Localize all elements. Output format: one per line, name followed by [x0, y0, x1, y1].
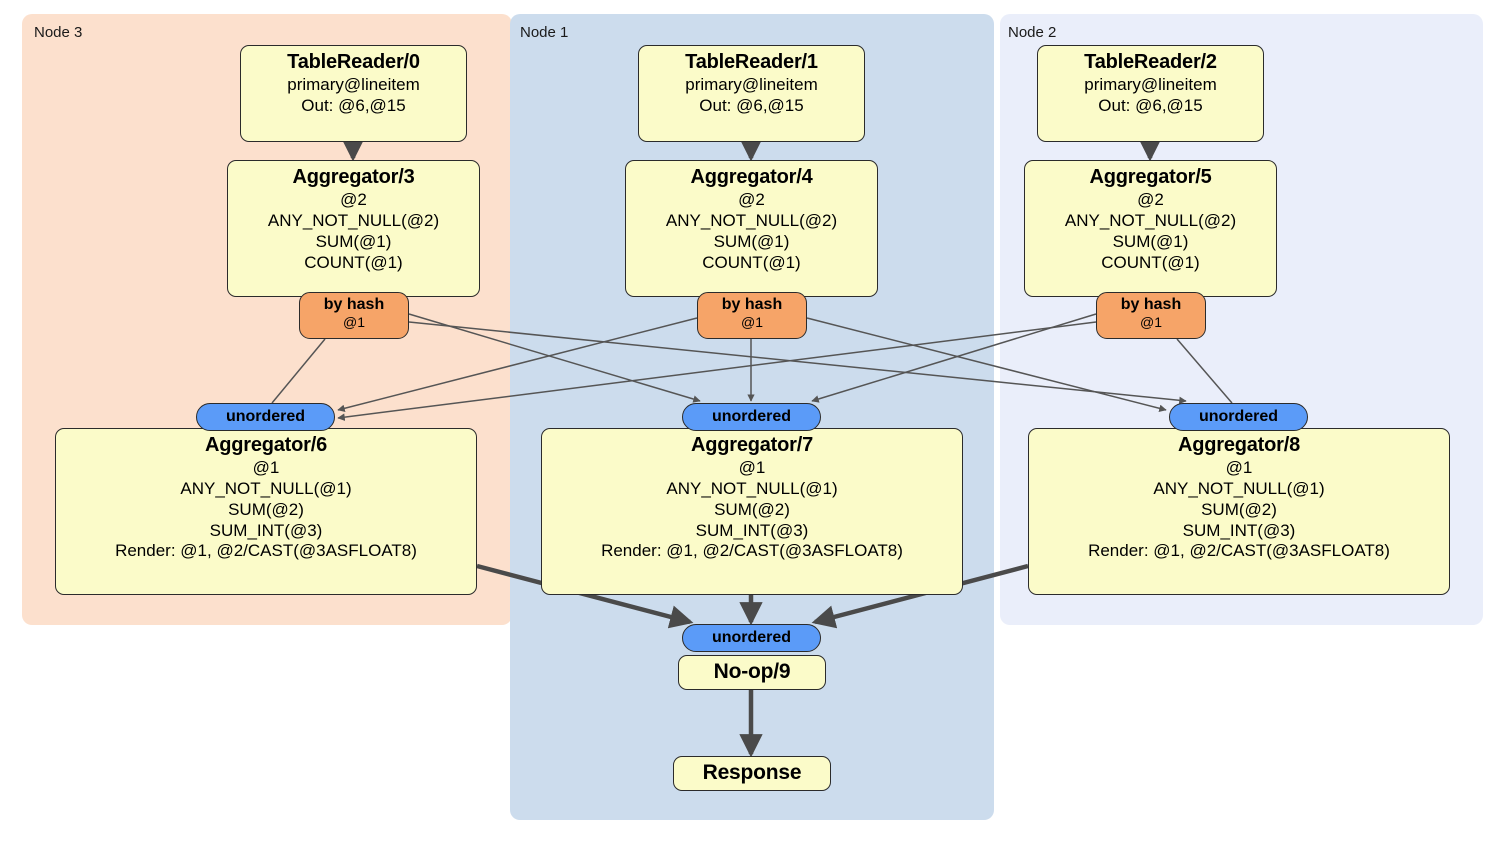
processor-title: TableReader/0 [287, 51, 420, 73]
processor-line: SUM(@2) [1201, 499, 1277, 519]
processor-title: Aggregator/5 [1089, 166, 1212, 188]
processor-render-line: Render: @1, @2/CAST(@3ASFLOAT8) [1088, 541, 1390, 561]
processor-line: SUM(@2) [714, 499, 790, 519]
processor-line: SUM_INT(@3) [695, 520, 809, 540]
synchronizer-unordered-noop-9[interactable]: unordered [682, 624, 821, 652]
processor-line: primary@lineitem [685, 75, 818, 95]
processor-tablereader-2[interactable]: TableReader/2 primary@lineitem Out: @6,@… [1037, 45, 1264, 142]
processor-line: @2 [738, 190, 765, 210]
processor-aggregator-8[interactable]: Aggregator/8 @1 ANY_NOT_NULL(@1) SUM(@2)… [1028, 428, 1450, 595]
processor-line: primary@lineitem [287, 75, 420, 95]
processor-line: COUNT(@1) [702, 252, 801, 272]
processor-title: Aggregator/7 [690, 434, 814, 456]
processor-title: Aggregator/4 [690, 166, 813, 188]
processor-line: Out: @6,@15 [301, 96, 406, 116]
processor-aggregator-7[interactable]: Aggregator/7 @1 ANY_NOT_NULL(@1) SUM(@2)… [541, 428, 963, 595]
processor-line: COUNT(@1) [304, 252, 403, 272]
processor-line: @2 [340, 190, 367, 210]
processor-line: primary@lineitem [1084, 75, 1217, 95]
processor-line: COUNT(@1) [1101, 252, 1200, 272]
processor-title: Aggregator/8 [1177, 434, 1301, 456]
router-by-hash-aggregator-3[interactable]: by hash @1 [299, 292, 409, 339]
processor-line: @1 [738, 458, 766, 478]
processor-aggregator-5[interactable]: Aggregator/5 @2 ANY_NOT_NULL(@2) SUM(@1)… [1024, 160, 1277, 297]
router-column: @1 [343, 314, 365, 331]
processor-line: SUM_INT(@3) [209, 520, 323, 540]
processor-line: SUM(@1) [1112, 231, 1189, 251]
processor-title: TableReader/2 [1084, 51, 1217, 73]
synchronizer-unordered-aggregator-8[interactable]: unordered [1169, 403, 1308, 431]
processor-line: Out: @6,@15 [699, 96, 804, 116]
router-column: @1 [741, 314, 763, 331]
router-column: @1 [1140, 314, 1162, 331]
processor-line: @2 [1137, 190, 1164, 210]
processor-render-line: Render: @1, @2/CAST(@3ASFLOAT8) [115, 541, 417, 561]
region-label-node-2: Node 2 [1008, 24, 1057, 41]
processor-line: ANY_NOT_NULL(@1) [180, 479, 352, 499]
processor-line: @1 [1225, 458, 1253, 478]
processor-tablereader-1[interactable]: TableReader/1 primary@lineitem Out: @6,@… [638, 45, 865, 142]
processor-line: ANY_NOT_NULL(@1) [1153, 479, 1325, 499]
processor-line: ANY_NOT_NULL(@2) [267, 211, 440, 231]
region-label-node-3: Node 3 [34, 24, 83, 41]
router-by-hash-aggregator-5[interactable]: by hash @1 [1096, 292, 1206, 339]
processor-aggregator-3[interactable]: Aggregator/3 @2 ANY_NOT_NULL(@2) SUM(@1)… [227, 160, 480, 297]
processor-title: TableReader/1 [685, 51, 818, 73]
processor-line: SUM(@1) [315, 231, 392, 251]
router-label: by hash [1120, 296, 1182, 313]
processor-tablereader-0[interactable]: TableReader/0 primary@lineitem Out: @6,@… [240, 45, 467, 142]
processor-no-op-9[interactable]: No-op/9 [678, 655, 826, 690]
processor-line: ANY_NOT_NULL(@2) [1064, 211, 1237, 231]
processor-title: Response [702, 761, 802, 785]
processor-aggregator-6[interactable]: Aggregator/6 @1 ANY_NOT_NULL(@1) SUM(@2)… [55, 428, 477, 595]
processor-line: SUM(@1) [713, 231, 790, 251]
processor-title: Aggregator/6 [204, 434, 328, 456]
synchronizer-unordered-aggregator-6[interactable]: unordered [196, 403, 335, 431]
processor-render-line: Render: @1, @2/CAST(@3ASFLOAT8) [601, 541, 903, 561]
region-label-node-1: Node 1 [520, 24, 569, 41]
processor-line: ANY_NOT_NULL(@2) [665, 211, 838, 231]
processor-line: SUM(@2) [228, 499, 304, 519]
processor-line: @1 [252, 458, 280, 478]
router-label: by hash [721, 296, 783, 313]
synchronizer-unordered-aggregator-7[interactable]: unordered [682, 403, 821, 431]
router-label: by hash [323, 296, 385, 313]
processor-line: SUM_INT(@3) [1182, 520, 1296, 540]
processor-line: ANY_NOT_NULL(@1) [666, 479, 838, 499]
processor-response[interactable]: Response [673, 756, 831, 791]
processor-line: Out: @6,@15 [1098, 96, 1203, 116]
processor-title: No-op/9 [713, 660, 791, 684]
processor-aggregator-4[interactable]: Aggregator/4 @2 ANY_NOT_NULL(@2) SUM(@1)… [625, 160, 878, 297]
router-by-hash-aggregator-4[interactable]: by hash @1 [697, 292, 807, 339]
processor-title: Aggregator/3 [292, 166, 415, 188]
